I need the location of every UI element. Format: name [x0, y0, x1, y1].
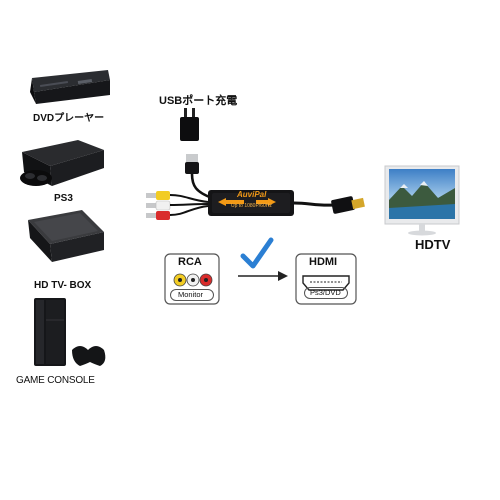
hdmi-subtitle: Ps3/DVD [310, 288, 341, 297]
rca-subtitle-pill [170, 289, 214, 301]
device-label-game-console: GAME CONSOLE [16, 375, 95, 386]
hdmi-subtitle-pill [304, 287, 348, 299]
device-label-tv-box: HD TV- BOX [34, 280, 92, 291]
hdmi-title: HDMI [309, 256, 338, 268]
adapter-brand: AuviPal [237, 190, 267, 199]
hdmi-plug-icon [331, 196, 365, 214]
device-label-dvd: DVDプレーヤー [33, 113, 105, 124]
rca-title: RCA [178, 256, 202, 268]
rca-subtitle: Monitor [178, 290, 204, 299]
device-label-ps3: PS3 [54, 193, 73, 204]
arrow-right-icon [238, 271, 288, 281]
check-icon [240, 237, 274, 269]
usb-plug-icon [185, 154, 199, 174]
adapter-spec: Up to 1080P/60Hz [231, 203, 272, 209]
tv-label: HDTV [415, 237, 451, 252]
rca-plugs-icon [146, 191, 171, 220]
usb-power-adapter-icon [180, 108, 199, 141]
power-label: USBポート充電 [159, 95, 238, 107]
